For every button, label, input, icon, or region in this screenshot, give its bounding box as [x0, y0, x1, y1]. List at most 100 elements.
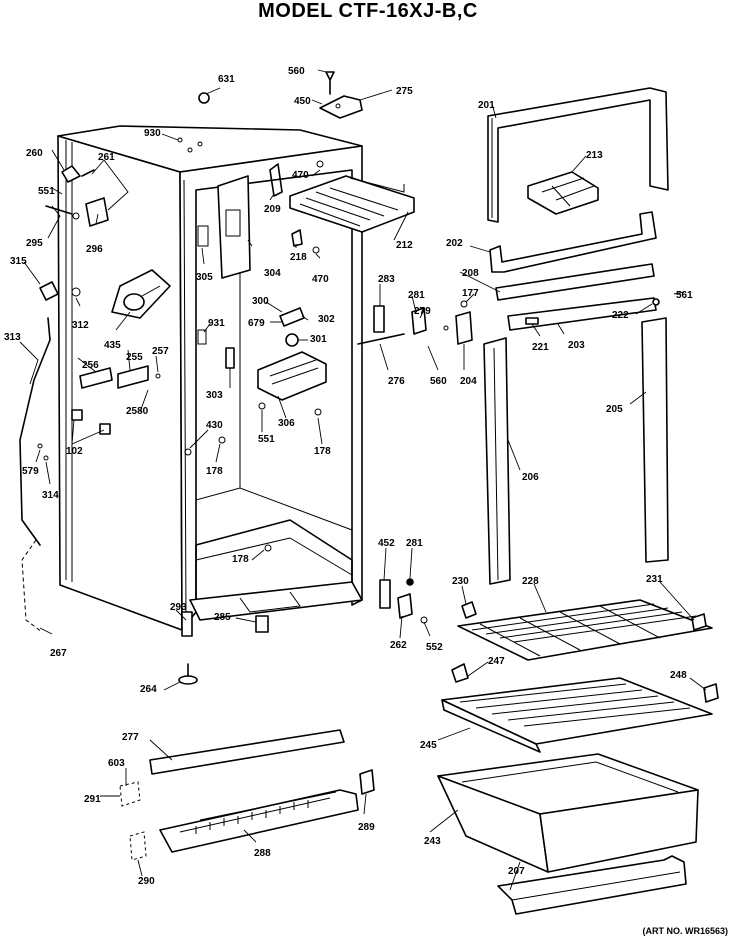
- part-label: 551: [38, 186, 55, 197]
- part-label: 561: [676, 290, 693, 301]
- part-label: 306: [278, 418, 295, 429]
- ice-tray: [527, 171, 599, 215]
- part-label: 931: [208, 318, 225, 329]
- part-label: 221: [532, 342, 549, 353]
- crisper-cover: [441, 677, 713, 753]
- part-label: 305: [196, 272, 213, 283]
- part-label: 206: [522, 472, 539, 483]
- diagram-title: MODEL CTF-16XJ-B,C: [258, 0, 478, 22]
- part-label: 283: [378, 274, 395, 285]
- part-label: 231: [646, 574, 663, 585]
- part-label: 603: [108, 758, 125, 769]
- part-label: 295: [26, 238, 43, 249]
- part-label: 470: [292, 170, 309, 181]
- art-number: (ART NO. WR16563): [642, 926, 728, 936]
- wire-shelf: [457, 599, 713, 661]
- part-label: 281: [408, 290, 425, 301]
- part-label: 302: [318, 314, 335, 325]
- crisper-drawer: [437, 753, 699, 873]
- part-label: 222: [612, 310, 629, 321]
- part-label: 303: [206, 390, 223, 401]
- toe-grille-top: [149, 729, 345, 775]
- fresh-food-door-panel: [641, 317, 669, 563]
- part-label: 281: [406, 538, 423, 549]
- part-label: 212: [396, 240, 413, 251]
- part-label: 205: [606, 404, 623, 415]
- part-label: 304: [264, 268, 281, 279]
- drain-tube: [19, 317, 51, 546]
- part-label: 202: [446, 238, 463, 249]
- part-label: 470: [312, 274, 329, 285]
- part-label: 218: [290, 252, 307, 263]
- control-housing: [217, 175, 251, 279]
- part-label: 102: [66, 446, 83, 457]
- part-label: 255: [126, 352, 143, 363]
- part-label: 312: [72, 320, 89, 331]
- part-label: 178: [206, 466, 223, 477]
- part-label: 262: [390, 640, 407, 651]
- part-label: 279: [414, 306, 431, 317]
- part-label: 301: [310, 334, 327, 345]
- part-label: 560: [430, 376, 447, 387]
- part-label: 288: [254, 848, 271, 859]
- toe-grille: [159, 789, 359, 853]
- freezer-door: [487, 87, 669, 223]
- part-label: 452: [378, 538, 395, 549]
- part-label: 261: [98, 152, 115, 163]
- part-label: 267: [50, 648, 67, 659]
- part-label: 450: [294, 96, 311, 107]
- part-label: 230: [452, 576, 469, 587]
- part-label: 289: [358, 822, 375, 833]
- door-shelf: [497, 855, 687, 915]
- part-label: 293: [170, 602, 187, 613]
- part-label: 290: [138, 876, 155, 887]
- freezer-shelf: [289, 175, 415, 233]
- part-label: 313: [4, 332, 21, 343]
- part-label: 209: [264, 204, 281, 215]
- part-label: 260: [26, 148, 43, 159]
- part-label: 228: [522, 576, 539, 587]
- part-label: 285: [214, 612, 231, 623]
- part-label: 276: [388, 376, 405, 387]
- part-label: 552: [426, 642, 443, 653]
- part-label: 430: [206, 420, 223, 431]
- part-label: 207: [508, 866, 525, 877]
- top-hinge: [319, 95, 363, 119]
- part-label: 208: [462, 268, 479, 279]
- part-label: 247: [488, 656, 505, 667]
- part-label: 300: [252, 296, 269, 307]
- part-label: 245: [420, 740, 437, 751]
- part-label: 275: [396, 86, 413, 97]
- part-label: 264: [140, 684, 157, 695]
- light-shield: [257, 351, 327, 401]
- part-label: 201: [478, 100, 495, 111]
- part-label: 315: [10, 256, 27, 267]
- leader-lines: [19, 69, 707, 891]
- part-label: 277: [122, 732, 139, 743]
- part-label: 243: [424, 836, 441, 847]
- part-label: 631: [218, 74, 235, 85]
- part-label: 248: [670, 670, 687, 681]
- part-label: 551: [258, 434, 275, 445]
- fresh-food-door-left-rail: [483, 337, 511, 585]
- part-label: 2580: [126, 406, 149, 417]
- part-label: 296: [86, 244, 103, 255]
- part-label: 930: [144, 128, 161, 139]
- part-label: 178: [232, 554, 249, 565]
- part-label: 314: [42, 490, 59, 501]
- part-label: 213: [586, 150, 603, 161]
- part-label: 177: [462, 288, 479, 299]
- part-label: 291: [84, 794, 101, 805]
- part-label: 560: [288, 66, 305, 77]
- part-label: 203: [568, 340, 585, 351]
- part-label: 679: [248, 318, 265, 329]
- part-number-labels: 631 560 450 275 930 201 260 261 213 551 296 209 470 2…: [4, 66, 693, 887]
- part-label: 256: [82, 360, 99, 371]
- part-label: 204: [460, 376, 477, 387]
- part-label: 579: [22, 466, 39, 477]
- part-label: 257: [152, 346, 169, 357]
- part-label: 178: [314, 446, 331, 457]
- part-label: 435: [104, 340, 121, 351]
